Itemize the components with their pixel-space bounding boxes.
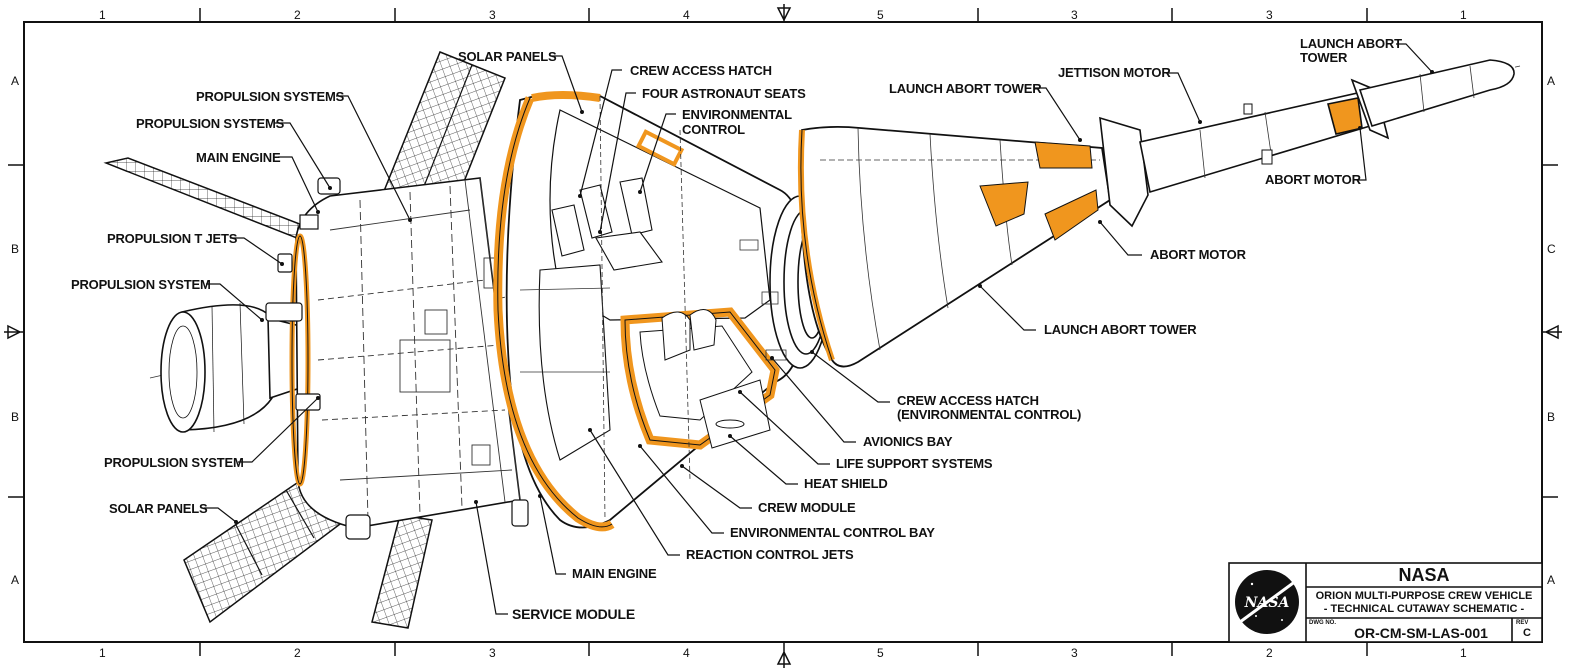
label-crew-module: CREW MODULE — [758, 500, 856, 515]
label-launch-abort-tower-tip-1: LAUNCH ABORT — [1300, 36, 1402, 51]
zone-bottom-6: 3 — [1071, 646, 1078, 660]
zone-right-3: B — [1547, 410, 1556, 424]
zone-ticks — [8, 8, 1558, 656]
solar-array-bottom — [371, 514, 433, 629]
label-propulsion-systems-1: PROPULSION SYSTEMS — [196, 89, 345, 104]
label-service-module: SERVICE MODULE — [512, 606, 635, 622]
logo-wordmark: NASA — [1244, 595, 1290, 611]
label-propulsion-systems-2: PROPULSION SYSTEMS — [136, 116, 285, 131]
label-propulsion-jets: PROPULSION T JETS — [107, 231, 238, 246]
service-module — [265, 177, 529, 540]
label-environmental-control-bay: ENVIRONMENTAL CONTROL BAY — [730, 525, 935, 540]
label-propulsion-system-left: PROPULSION SYSTEM — [71, 277, 211, 292]
zone-top-4: 4 — [683, 8, 690, 22]
zone-top-7: 3 — [1266, 8, 1273, 22]
drawing-number-label: DWG NO. — [1309, 620, 1336, 626]
label-avionics-bay: AVIONICS BAY — [863, 434, 953, 449]
centering-marks — [4, 4, 1562, 668]
label-environmental-control-2: CONTROL — [682, 122, 745, 137]
label-four-astronaut-seats: FOUR ASTRONAUT SEATS — [642, 86, 806, 101]
zone-top-1: 1 — [99, 8, 106, 22]
title-line-2: - TECHNICAL CUTAWAY SCHEMATIC - — [1323, 603, 1525, 615]
zone-top-5: 5 — [877, 8, 884, 22]
label-crew-access-hatch-env-1: CREW ACCESS HATCH — [897, 393, 1039, 408]
zone-right-4: A — [1547, 573, 1556, 587]
label-life-support-systems: LIFE SUPPORT SYSTEMS — [836, 456, 993, 471]
label-crew-access-hatch-env-2: (ENVIRONMENTAL CONTROL) — [897, 407, 1082, 422]
zone-top-8: 1 — [1460, 8, 1467, 22]
label-main-engine-top: MAIN ENGINE — [196, 150, 281, 165]
revision-label: REV — [1516, 620, 1529, 626]
main-engine-nozzle — [160, 302, 301, 433]
zone-bottom-1: 1 — [99, 646, 106, 660]
title-agency: NASA — [1398, 565, 1450, 585]
zone-bottom-7: 2 — [1266, 646, 1273, 660]
leader-lines — [204, 43, 1433, 615]
label-solar-panels-bottom: SOLAR PANELS — [109, 501, 208, 516]
leader-arrowheads — [234, 70, 1434, 524]
drawing-number: OR-CM-SM-LAS-001 — [1354, 625, 1488, 641]
zone-left-1: A — [11, 74, 20, 88]
solar-array-upper-left — [103, 157, 312, 241]
crew-module — [493, 91, 831, 532]
zone-right-1: A — [1547, 74, 1556, 88]
zone-top-6: 3 — [1071, 8, 1078, 22]
launch-abort-fairing — [797, 125, 1111, 368]
label-reaction-control-jets: REACTION CONTROL JETS — [686, 547, 854, 562]
label-launch-abort-tower-mid: LAUNCH ABORT TOWER — [1044, 322, 1197, 337]
zone-top-3: 3 — [489, 8, 496, 22]
zone-bottom-4: 4 — [683, 646, 690, 660]
label-abort-motor-top: ABORT MOTOR — [1265, 172, 1361, 187]
label-launch-abort-tower-tip-2: TOWER — [1300, 50, 1348, 65]
label-jettison-motor: JETTISON MOTOR — [1058, 65, 1171, 80]
label-environmental-control-1: ENVIRONMENTAL — [682, 107, 792, 122]
title-line-1: ORION MULTI-PURPOSE CREW VEHICLE — [1315, 590, 1533, 602]
zone-bottom-5: 5 — [877, 646, 884, 660]
launch-abort-tower — [1099, 59, 1515, 228]
label-heat-shield: HEAT SHIELD — [804, 476, 888, 491]
label-propulsion-system-bottom: PROPULSION SYSTEM — [104, 455, 244, 470]
zone-left-2: B — [11, 242, 20, 256]
zone-bottom-3: 3 — [489, 646, 496, 660]
label-launch-abort-tower-top: LAUNCH ABORT TOWER — [889, 81, 1042, 96]
zone-right-2: C — [1547, 242, 1556, 256]
label-crew-access-hatch: CREW ACCESS HATCH — [630, 63, 772, 78]
zone-top-2: 2 — [294, 8, 301, 22]
nasa-logo — [1235, 570, 1301, 634]
label-main-engine-bottom: MAIN ENGINE — [572, 566, 657, 581]
label-abort-motor-mid: ABORT MOTOR — [1150, 247, 1246, 262]
zone-left-3: B — [11, 410, 20, 424]
revision-value: C — [1523, 627, 1531, 639]
zone-bottom-8: 1 — [1460, 646, 1467, 660]
zone-bottom-2: 2 — [294, 646, 301, 660]
label-solar-panels-top: SOLAR PANELS — [458, 49, 557, 64]
zone-left-4: A — [11, 573, 20, 587]
